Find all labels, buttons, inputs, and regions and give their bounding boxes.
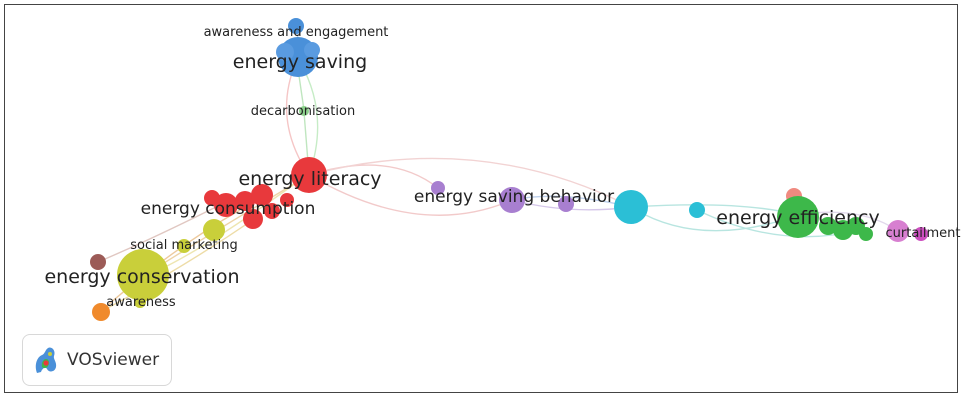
cluster-cyan <box>614 190 705 224</box>
link <box>99 209 241 313</box>
label-awareness-and-engagement: awareness and engagement <box>204 25 389 40</box>
node[interactable] <box>304 42 320 58</box>
node[interactable] <box>914 227 928 241</box>
node-brown[interactable] <box>90 254 106 270</box>
label-energy-efficiency: energy efficiency <box>716 207 879 229</box>
node-decarbonisation[interactable] <box>299 106 309 116</box>
link <box>308 174 513 216</box>
vosviewer-logo-icon <box>35 347 57 373</box>
cluster-green <box>777 188 873 241</box>
node[interactable] <box>264 203 280 219</box>
node[interactable] <box>689 202 705 218</box>
label-social-marketing: social marketing <box>130 238 237 253</box>
node-social-marketing[interactable] <box>177 239 191 253</box>
node-energy-conservation[interactable] <box>117 249 169 301</box>
label-curtailment: curtailment <box>885 226 960 241</box>
node-energy-literacy[interactable] <box>291 157 327 193</box>
link <box>308 157 632 208</box>
label-energy-conservation: energy conservation <box>44 266 239 288</box>
label-energy-saving: energy saving <box>233 51 367 73</box>
vosviewer-logo: VOSviewer <box>22 334 172 386</box>
node[interactable] <box>431 181 445 195</box>
node-curtailment[interactable] <box>887 220 909 242</box>
cluster-purple <box>431 181 574 213</box>
link <box>144 174 310 276</box>
node-awareness[interactable] <box>92 303 110 321</box>
label-energy-literacy: energy literacy <box>238 168 381 190</box>
node-energy-saving-behavior[interactable] <box>499 187 525 213</box>
cluster-yellow <box>117 219 225 308</box>
node[interactable] <box>280 193 294 207</box>
app-name: VOSviewer <box>67 350 160 370</box>
label-energy-saving-behavior: energy saving behavior <box>414 187 614 207</box>
node[interactable] <box>558 196 574 212</box>
label-awareness: awareness <box>106 295 176 310</box>
node[interactable] <box>819 217 837 235</box>
node[interactable] <box>134 296 146 308</box>
label-energy-consumption: energy consumption <box>141 199 316 219</box>
cluster-blue <box>276 18 320 77</box>
link <box>630 206 799 232</box>
node[interactable] <box>243 209 263 229</box>
node[interactable] <box>235 191 255 211</box>
node[interactable] <box>614 190 648 224</box>
node-awareness-and-engagement[interactable] <box>288 18 304 34</box>
node[interactable] <box>859 227 873 241</box>
link <box>99 214 261 313</box>
node[interactable] <box>203 219 225 241</box>
cluster-red <box>204 157 327 229</box>
link <box>97 204 221 263</box>
node-energy-consumption[interactable] <box>214 193 238 217</box>
label-decarbonisation: decarbonisation <box>251 104 355 119</box>
node-energy-efficiency[interactable] <box>777 196 819 238</box>
node[interactable] <box>251 184 273 206</box>
node[interactable] <box>276 43 294 61</box>
